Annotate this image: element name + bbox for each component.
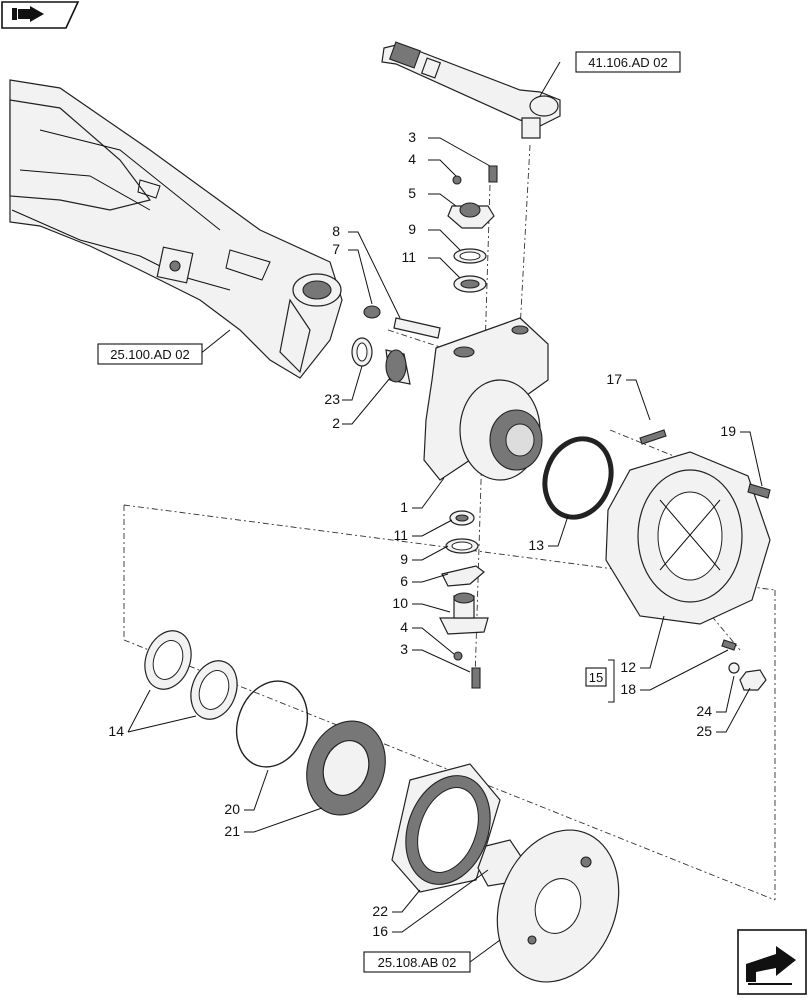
o-ring-illustration xyxy=(542,436,614,520)
svg-text:25.100.AD 02: 25.100.AD 02 xyxy=(110,347,190,362)
callout-14: 14 xyxy=(108,723,124,739)
ref-box-axle-housing[interactable]: 25.100.AD 02 xyxy=(97,343,203,365)
callout-12: 12 xyxy=(620,659,636,675)
callout-24: 24 xyxy=(696,703,712,719)
book-forward-icon[interactable] xyxy=(1,1,80,29)
callout-4-bottom: 4 xyxy=(400,619,408,635)
callout-8: 8 xyxy=(332,223,340,239)
callout-6: 6 xyxy=(400,573,408,589)
leader-lines xyxy=(127,61,763,963)
ref-box-steering-link[interactable]: 41.106.AD 02 xyxy=(575,51,681,73)
group-bracket xyxy=(608,659,615,703)
tie-rod-illustration xyxy=(381,41,561,139)
callout-23: 23 xyxy=(324,391,340,407)
callout-7: 7 xyxy=(332,241,340,257)
callout-1: 1 xyxy=(400,499,408,515)
callout-16: 16 xyxy=(372,923,388,939)
ref-box-wheel-hub[interactable]: 25.108.AB 02 xyxy=(363,951,471,973)
callout-3-top: 3 xyxy=(408,129,416,145)
bushings-and-stud xyxy=(351,305,441,385)
axle-housing-illustration xyxy=(9,79,343,379)
planetary-gear-parts xyxy=(144,630,620,983)
hub-housing-illustration xyxy=(605,429,771,691)
callout-10: 10 xyxy=(392,595,408,611)
callout-18: 18 xyxy=(620,681,636,697)
callout-13: 13 xyxy=(528,537,544,553)
callout-11-bottom: 11 xyxy=(393,527,408,543)
svg-text:15: 15 xyxy=(589,670,603,685)
callout-20: 20 xyxy=(224,801,240,817)
steering-knuckle-illustration xyxy=(423,317,549,481)
callout-9-bottom: 9 xyxy=(400,551,408,567)
callout-25: 25 xyxy=(696,723,712,739)
callout-3-bottom: 3 xyxy=(400,641,408,657)
callout-9-top: 9 xyxy=(408,221,416,237)
svg-text:41.106.AD 02: 41.106.AD 02 xyxy=(588,55,668,70)
group-box-15[interactable]: 15 xyxy=(585,667,607,687)
callout-5: 5 xyxy=(408,185,416,201)
callout-labels: 3 4 5 9 11 8 7 23 2 1 11 9 6 10 4 3 13 1… xyxy=(108,129,736,939)
callout-17: 17 xyxy=(606,371,622,387)
lower-kingpin-parts xyxy=(439,510,489,689)
page-forward-arrow-icon[interactable] xyxy=(737,929,807,995)
svg-text:25.108.AB 02: 25.108.AB 02 xyxy=(378,955,457,970)
callout-19: 19 xyxy=(720,423,736,439)
upper-kingpin-parts xyxy=(447,165,498,293)
callout-21: 21 xyxy=(224,823,240,839)
callout-4-top: 4 xyxy=(408,151,416,167)
callout-2: 2 xyxy=(332,415,340,431)
callout-22: 22 xyxy=(372,903,388,919)
callout-11-top: 11 xyxy=(401,249,416,265)
